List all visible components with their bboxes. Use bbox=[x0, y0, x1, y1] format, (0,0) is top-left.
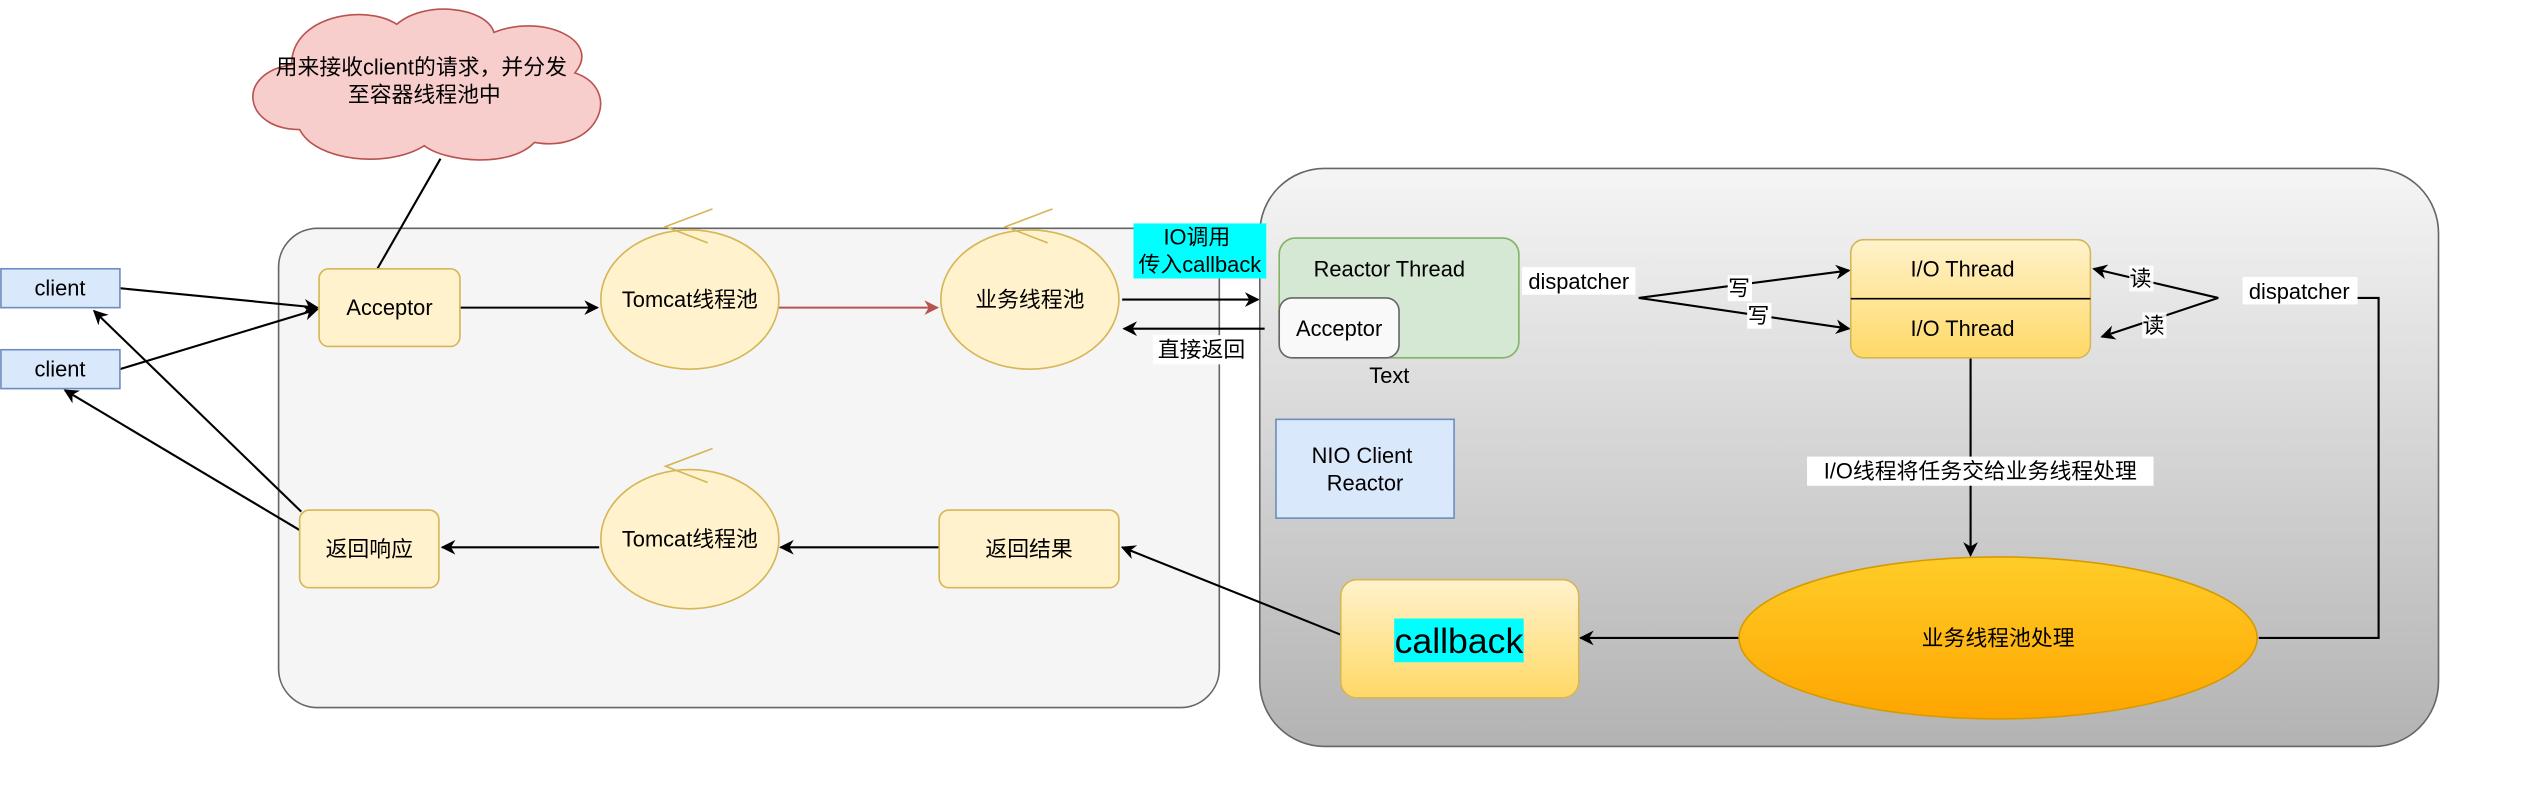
cloud-note-line-2: 至容器线程池中 bbox=[348, 82, 501, 107]
dispatcher-left-label: dispatcher bbox=[1522, 267, 1636, 295]
edge-processing-to-dispatcher bbox=[2258, 296, 2380, 639]
dispatcher-right-text: dispatcher bbox=[2249, 279, 2350, 304]
response-node: 返回响应 bbox=[298, 509, 440, 589]
tomcat-pool-top-node: Tomcat线程池 bbox=[599, 208, 780, 370]
cycle-icon bbox=[1003, 208, 1053, 244]
tomcat-pool-bottom-ellipse bbox=[599, 468, 780, 610]
read-label-2-text: 读 bbox=[2143, 313, 2165, 338]
write-label-2-text: 写 bbox=[1748, 303, 1770, 328]
client-box-1 bbox=[0, 267, 121, 309]
business-processing-ellipse bbox=[1738, 556, 2258, 720]
edge-response-to-client2 bbox=[63, 389, 302, 532]
cycle-icon bbox=[663, 447, 713, 484]
acceptor-node: Acceptor bbox=[318, 267, 461, 348]
tomcat-pool-top-ellipse bbox=[599, 229, 780, 370]
callback-node: callback bbox=[1339, 578, 1580, 699]
client-node-2: client bbox=[0, 348, 121, 390]
nio-client-reactor-box bbox=[1275, 418, 1455, 519]
cloud-note-line-1: 用来接收client的请求，并分发 bbox=[276, 54, 567, 79]
read-label-2-bg bbox=[2142, 312, 2167, 339]
dispatcher-left-bg bbox=[1522, 267, 1636, 295]
dispatcher-right-label: dispatcher bbox=[2242, 276, 2358, 305]
acceptor-label: Acceptor bbox=[346, 295, 432, 320]
read-label-2: 读 bbox=[2142, 312, 2167, 339]
io-thread-label-2: I/O Thread bbox=[1910, 316, 2014, 341]
direct-return-bg bbox=[1152, 335, 1251, 365]
business-pool-node: 业务线程池 bbox=[940, 208, 1120, 370]
io-call-line-2: 传入callback bbox=[1139, 252, 1262, 277]
direct-return-label: 直接返回 bbox=[1152, 335, 1251, 365]
result-node: 返回结果 bbox=[938, 509, 1120, 589]
nio-client-reactor-line-2: Reactor bbox=[1327, 471, 1404, 496]
io-call-line-1: IO调用 bbox=[1163, 224, 1230, 249]
edge-client2-to-acceptor bbox=[119, 306, 319, 371]
edge-callback-to-result bbox=[1120, 545, 1342, 636]
read-label-1: 读 bbox=[2129, 265, 2154, 292]
acceptor-box bbox=[318, 267, 461, 348]
business-pool-label: 业务线程池 bbox=[975, 287, 1084, 312]
edge-dispatcher-to-io-thread-2 bbox=[1638, 296, 1851, 335]
client-box-2 bbox=[0, 348, 121, 390]
io-call-text: IO调用 传入callback bbox=[1139, 224, 1262, 277]
text-label: Text bbox=[1369, 363, 1409, 388]
client-node-1: client bbox=[0, 267, 121, 309]
reactor-thread-node: Reactor Thread Acceptor bbox=[1278, 237, 1520, 359]
nio-client-reactor-node: NIO Client Reactor bbox=[1275, 418, 1455, 519]
business-processing-node: 业务线程池处理 bbox=[1738, 556, 2258, 720]
nio-client-reactor-line-1: NIO Client bbox=[1312, 443, 1413, 468]
tomcat-pool-bottom-node: Tomcat线程池 bbox=[599, 447, 780, 610]
io-call-highlight bbox=[1133, 223, 1267, 279]
reactor-thread-label: Reactor Thread bbox=[1314, 256, 1465, 281]
handoff-text: I/O线程将任务交给业务线程处理 bbox=[1824, 459, 2137, 484]
result-label: 返回结果 bbox=[985, 536, 1073, 561]
nio-client-reactor-text: NIO Client Reactor bbox=[1312, 443, 1419, 496]
write-label-2-bg bbox=[1747, 302, 1772, 329]
edge-client1-to-acceptor bbox=[119, 287, 319, 314]
callback-label: callback bbox=[1395, 621, 1524, 661]
result-box bbox=[938, 509, 1120, 589]
dispatcher-left-text: dispatcher bbox=[1528, 269, 1629, 294]
write-label-1-bg bbox=[1727, 275, 1752, 302]
io-thread-node: I/O Thread I/O Thread bbox=[1849, 238, 2092, 359]
read-label-1-text: 读 bbox=[2130, 266, 2152, 291]
tomcat-pool-top-label: Tomcat线程池 bbox=[622, 287, 758, 312]
read-label-1-bg bbox=[2129, 265, 2154, 292]
cloud-connector bbox=[376, 158, 442, 270]
client-label-2: client bbox=[35, 357, 86, 382]
direct-return-text: 直接返回 bbox=[1158, 337, 1245, 362]
handoff-bg bbox=[1807, 456, 2154, 486]
callback-highlight bbox=[1394, 618, 1524, 663]
tomcat-pool-bottom-label: Tomcat线程池 bbox=[622, 527, 758, 552]
client-label-1: client bbox=[35, 276, 86, 301]
edge-response-to-client1 bbox=[92, 309, 302, 513]
cloud-note-text: 用来接收client的请求，并分发 至容器线程池中 bbox=[276, 54, 573, 107]
io-call-label: IO调用 传入callback bbox=[1133, 223, 1267, 279]
business-pool-ellipse bbox=[940, 229, 1120, 370]
response-box bbox=[298, 509, 440, 589]
write-label-1: 写 bbox=[1727, 275, 1752, 302]
cycle-icon bbox=[663, 208, 713, 244]
dispatcher-right-bg bbox=[2242, 276, 2358, 305]
write-label-2: 写 bbox=[1747, 302, 1772, 329]
io-thread-label-1: I/O Thread bbox=[1910, 256, 2014, 281]
reactor-acceptor-box bbox=[1278, 297, 1400, 359]
business-processing-label: 业务线程池处理 bbox=[1922, 625, 2075, 650]
response-label: 返回响应 bbox=[326, 536, 413, 561]
edge-dispatcher-right-to-io-thread-1 bbox=[2092, 264, 2219, 299]
handoff-label: I/O线程将任务交给业务线程处理 bbox=[1807, 456, 2154, 486]
write-label-1-text: 写 bbox=[1728, 276, 1750, 301]
reactor-acceptor-label: Acceptor bbox=[1296, 316, 1382, 341]
cloud-note-shape bbox=[252, 8, 602, 161]
